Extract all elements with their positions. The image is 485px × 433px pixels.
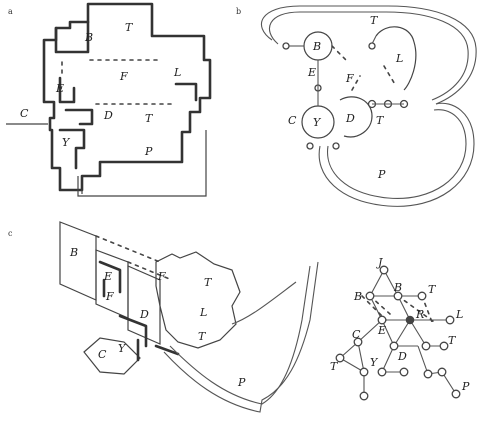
axon-label-f2: F [157, 270, 166, 283]
axon-link-1 [96, 236, 160, 262]
graph-node-d [390, 342, 398, 350]
axon-plate-e [96, 250, 128, 318]
panel-d-graph: J B B T E R L C D T T Y P [330, 256, 470, 400]
topology-label-l: L [395, 52, 403, 65]
graph-node-b-left [366, 292, 374, 300]
axon-label-c: C [98, 348, 107, 361]
topology-node-c [307, 143, 313, 149]
graph-node-p [452, 390, 460, 398]
axon-label-t: T [204, 276, 213, 289]
topology-label-c: C [288, 114, 297, 127]
graph-node-lower-2 [400, 368, 408, 376]
axon-label-d: D [139, 308, 149, 321]
graph-label-t-left: T [330, 360, 339, 373]
graph-label-j: J [376, 256, 383, 269]
axon-plate-f [128, 266, 160, 344]
graph-label-l: L [455, 308, 463, 321]
topology-label-p: P [377, 168, 386, 181]
graph-node-y [360, 368, 368, 376]
topology-label-y: Y [313, 116, 322, 129]
graph-label-b-left: B [353, 290, 362, 303]
plan-a-label-t2: T [145, 112, 154, 125]
plan-a-label-b: B [84, 31, 93, 44]
graph-node-l [446, 316, 454, 324]
panel-a-floor-plan: a T B F L E C D T Y P [6, 4, 210, 196]
topology-node-y [333, 143, 339, 149]
axon-p-link [232, 282, 296, 324]
topology-label-t: T [370, 14, 379, 27]
topology-bubble-d [340, 97, 372, 137]
axon-hex-c [84, 338, 140, 374]
axon-label-t2: T [198, 330, 207, 343]
topology-label-d: D [345, 112, 355, 125]
graph-label-y: Y [370, 356, 379, 369]
plan-a-label-t: T [125, 21, 134, 34]
topology-label-t2: T [376, 114, 385, 127]
graph-label-r-top: R [415, 308, 424, 321]
graph-node-lower-3 [424, 370, 432, 378]
axon-label-f: F [105, 290, 114, 303]
axon-label-p: P [237, 376, 246, 389]
panel-c-axonometric: c B E F C Y D F T L T P [8, 222, 318, 412]
graph-label-p: P [461, 380, 470, 393]
graph-node-e [378, 316, 386, 324]
graph-label-d: D [397, 350, 407, 363]
graph-label-c: C [352, 328, 361, 341]
graph-node-r [422, 342, 430, 350]
graph-node-bottom [360, 392, 368, 400]
axon-label-l: L [199, 306, 207, 319]
plan-a-label-l: L [173, 66, 181, 79]
topology-outer-loop-inner [269, 12, 468, 100]
panel-label-c: c [8, 229, 13, 238]
axon-label-b: B [69, 246, 78, 259]
topology-label-e: E [307, 66, 316, 79]
panel-label-a: a [8, 7, 13, 16]
topology-p-loop [319, 103, 474, 206]
topology-link-l [384, 66, 396, 86]
axon-label-e: E [103, 270, 112, 283]
plan-a-label-y: Y [62, 136, 71, 149]
axon-p-outline [164, 262, 318, 412]
graph-node-t-right [440, 342, 448, 350]
plan-a-label-d: D [103, 109, 113, 122]
topology-node-l-door [369, 43, 375, 49]
plan-a-label-e: E [55, 82, 64, 95]
topology-label-b: B [312, 40, 321, 53]
graph-label-e: E [377, 324, 386, 337]
plan-a-room-d-wall [66, 110, 92, 124]
graph-node-lower-4 [438, 368, 446, 376]
graph-label-t-top: T [428, 283, 437, 296]
plan-a-room-b-wall [56, 22, 88, 52]
topology-outer-loop [261, 6, 476, 104]
panel-b-topology: b T B L F E C Y D T [236, 6, 476, 206]
graph-label-t-right: T [448, 334, 457, 347]
graph-node-t-top [418, 292, 426, 300]
panel-label-b: b [236, 7, 241, 16]
graph-node-k [406, 316, 414, 324]
plan-a-label-c: C [20, 107, 29, 120]
plan-a-room-l-wall [176, 84, 196, 100]
axon-plate-b [60, 222, 96, 300]
plan-a-label-f: F [119, 70, 128, 83]
graph-label-b: B [393, 281, 402, 294]
topology-label-f: F [345, 72, 354, 85]
topology-link-b-t [332, 46, 346, 60]
topology-node-b-door [283, 43, 289, 49]
graph-node-lower-1 [378, 368, 386, 376]
plan-a-label-p: P [144, 145, 153, 158]
